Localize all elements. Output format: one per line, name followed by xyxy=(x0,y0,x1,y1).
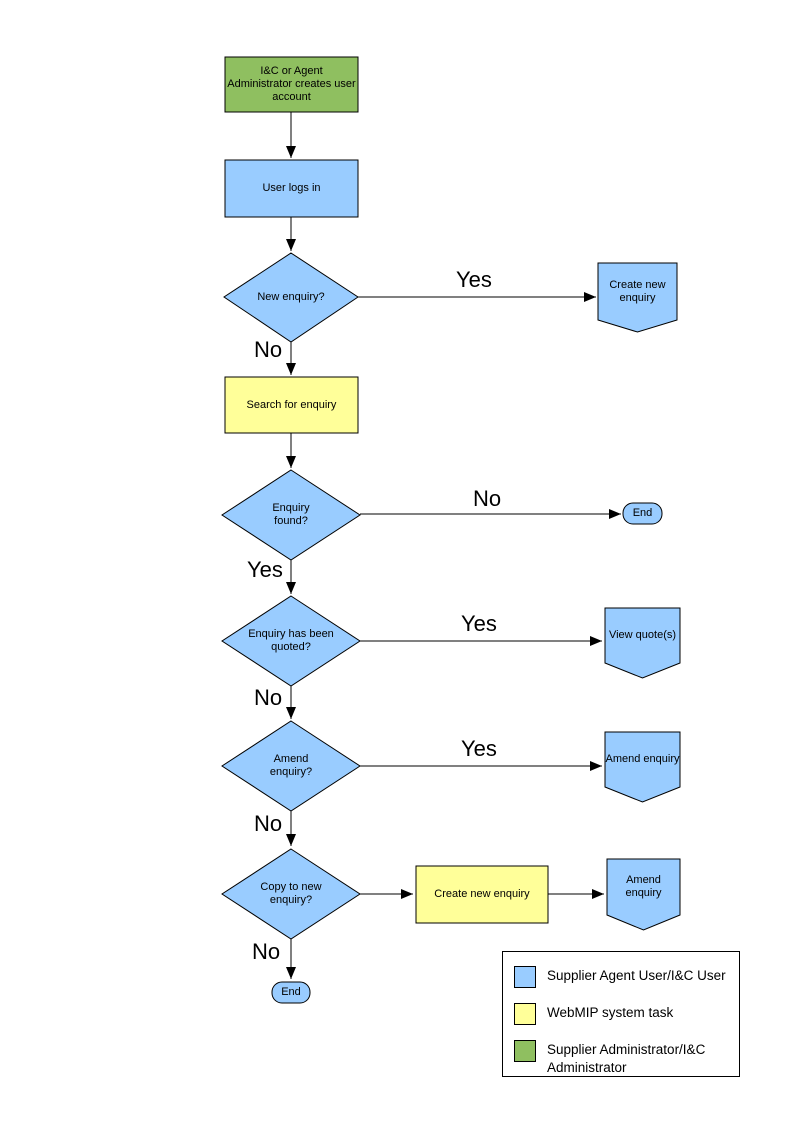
edge-label-enquiry-quoted-yes: Yes xyxy=(461,611,497,636)
edge-label-new-enquiry-yes: Yes xyxy=(456,267,492,292)
decision-new-enquiry-shape xyxy=(223,252,359,343)
terminator-end-top-shape xyxy=(622,502,663,525)
edge-label-amend-enquiry-no: No xyxy=(254,811,283,836)
legend-label-supplier-agent-user: Supplier Agent User/I&C User xyxy=(547,968,726,983)
process-search-for-enquiry-shape xyxy=(224,376,359,434)
decision-enquiry-found-shape xyxy=(221,469,361,561)
legend-swatch-yellow-rect xyxy=(514,1003,536,1025)
legend-item-webmip-system-task: WebMIP system task xyxy=(514,1003,729,1025)
edge-label-enquiry-found-no: No xyxy=(473,486,502,511)
process-user-logs-in-shape xyxy=(224,159,359,218)
legend-item-supplier-agent-user: Supplier Agent User/I&C User xyxy=(514,966,729,988)
legend-swatch-green xyxy=(514,1040,536,1062)
offpage-view-quotes-shape xyxy=(604,607,681,679)
legend-swatch-green-rect xyxy=(514,1040,536,1062)
process-admin-creates-account-shape xyxy=(224,56,359,113)
legend-label-supplier-administrator: Supplier Administrator/I&C Administrator xyxy=(547,1042,706,1075)
legend-label-webmip-system-task: WebMIP system task xyxy=(547,1005,674,1020)
decision-copy-to-new-enquiry-shape xyxy=(221,848,361,940)
offpage-amend-enquiry-2-shape xyxy=(606,858,681,931)
edge-label-new-enquiry-no: No xyxy=(254,337,283,362)
legend-swatch-yellow xyxy=(514,1003,536,1025)
edge-label-enquiry-found-yes: Yes xyxy=(247,557,283,582)
edge-label-enquiry-quoted-no: No xyxy=(254,685,283,710)
offpage-amend-enquiry-1-shape xyxy=(604,731,681,803)
legend: Supplier Agent User/I&C User WebMIP syst… xyxy=(502,951,740,1077)
decision-amend-enquiry-shape xyxy=(221,720,361,812)
offpage-create-new-enquiry-shape xyxy=(597,262,678,333)
edge-label-amend-enquiry-yes: Yes xyxy=(461,736,497,761)
terminator-end-bottom-shape xyxy=(271,981,311,1004)
edge-label-copy-to-new-no: No xyxy=(252,939,281,964)
legend-swatch-blue xyxy=(514,966,536,988)
process-create-new-enquiry-shape xyxy=(415,865,549,924)
legend-item-supplier-administrator: Supplier Administrator/I&C Administrator xyxy=(514,1040,729,1077)
legend-swatch-blue-rect xyxy=(514,966,536,988)
decision-enquiry-quoted-shape xyxy=(221,595,361,687)
